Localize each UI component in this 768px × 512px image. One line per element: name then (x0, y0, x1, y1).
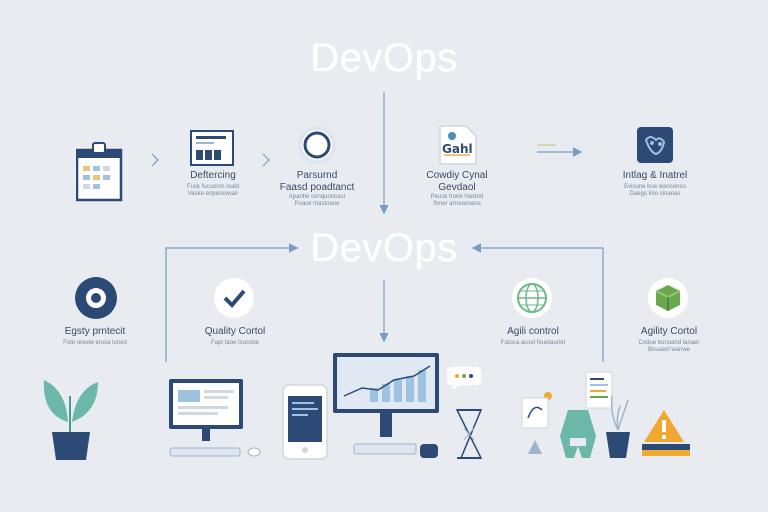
feature-sub: Fapt taoe Isucobe (210, 340, 260, 346)
plant-icon (43, 380, 98, 460)
arrow-right-loop (471, 243, 604, 362)
note-card-icon (521, 392, 552, 454)
step-label: Deftercing (190, 170, 236, 181)
step-sub: Evisune bue wancenso Daegs lnio sinanas (624, 184, 686, 197)
arrow-left-loop (165, 243, 299, 362)
mask-icon (637, 127, 673, 163)
desktop-chart-icon (333, 353, 439, 458)
feature-label: Agility Cortol (640, 326, 698, 337)
step-sub: Peusk frone Hastnd Smer arrouwoane (430, 194, 484, 207)
lock-icon (75, 277, 117, 319)
gear-icon (298, 126, 336, 164)
feature-sub: Fatoca acoel feuetauriet (500, 340, 566, 346)
report-document-icon (585, 371, 613, 409)
document-text: Gahl (442, 142, 473, 156)
step-sub: Apanhe cenquoncast Poaok mastoane (288, 194, 346, 207)
feature-label: Egsty prntecit (64, 326, 126, 337)
globe-icon (512, 278, 552, 318)
devops-title-middle: DevOps (310, 226, 458, 270)
checkmark-icon (214, 278, 254, 318)
chevron-right-icon (262, 153, 270, 167)
feature-sub: Codue bunoand lanaer Bnuaecl wanwe (638, 340, 700, 353)
vase-plant-icon (606, 395, 630, 458)
devops-title-top: DevOps (310, 36, 458, 80)
chat-bubble-icon (447, 367, 481, 390)
tablet-icon (282, 384, 328, 460)
step-label: Parsurnd Faasd poadtanct (279, 170, 355, 193)
hourglass-icon (455, 409, 483, 459)
step-sub: Fusk fucuorns loabl Vaske enperoswan (186, 184, 240, 197)
structure-icon (560, 410, 596, 458)
dashboard-window-icon (190, 130, 234, 166)
feature-label: Agili control (507, 326, 559, 337)
laptop-monitor-icon (169, 379, 261, 457)
document-icon (439, 125, 477, 165)
chevron-right-icon (151, 153, 159, 167)
step-label: Cowdiy Cynal Gevdaol (426, 170, 488, 193)
step-label: Intlag & Inatrel (622, 170, 688, 181)
feature-label: Quality Cortol (204, 326, 266, 337)
feature-sub: Fote oreete eruxa luned (63, 340, 127, 346)
cube-icon (648, 278, 688, 318)
warning-icon (642, 410, 690, 456)
calendar-icon (76, 142, 123, 202)
